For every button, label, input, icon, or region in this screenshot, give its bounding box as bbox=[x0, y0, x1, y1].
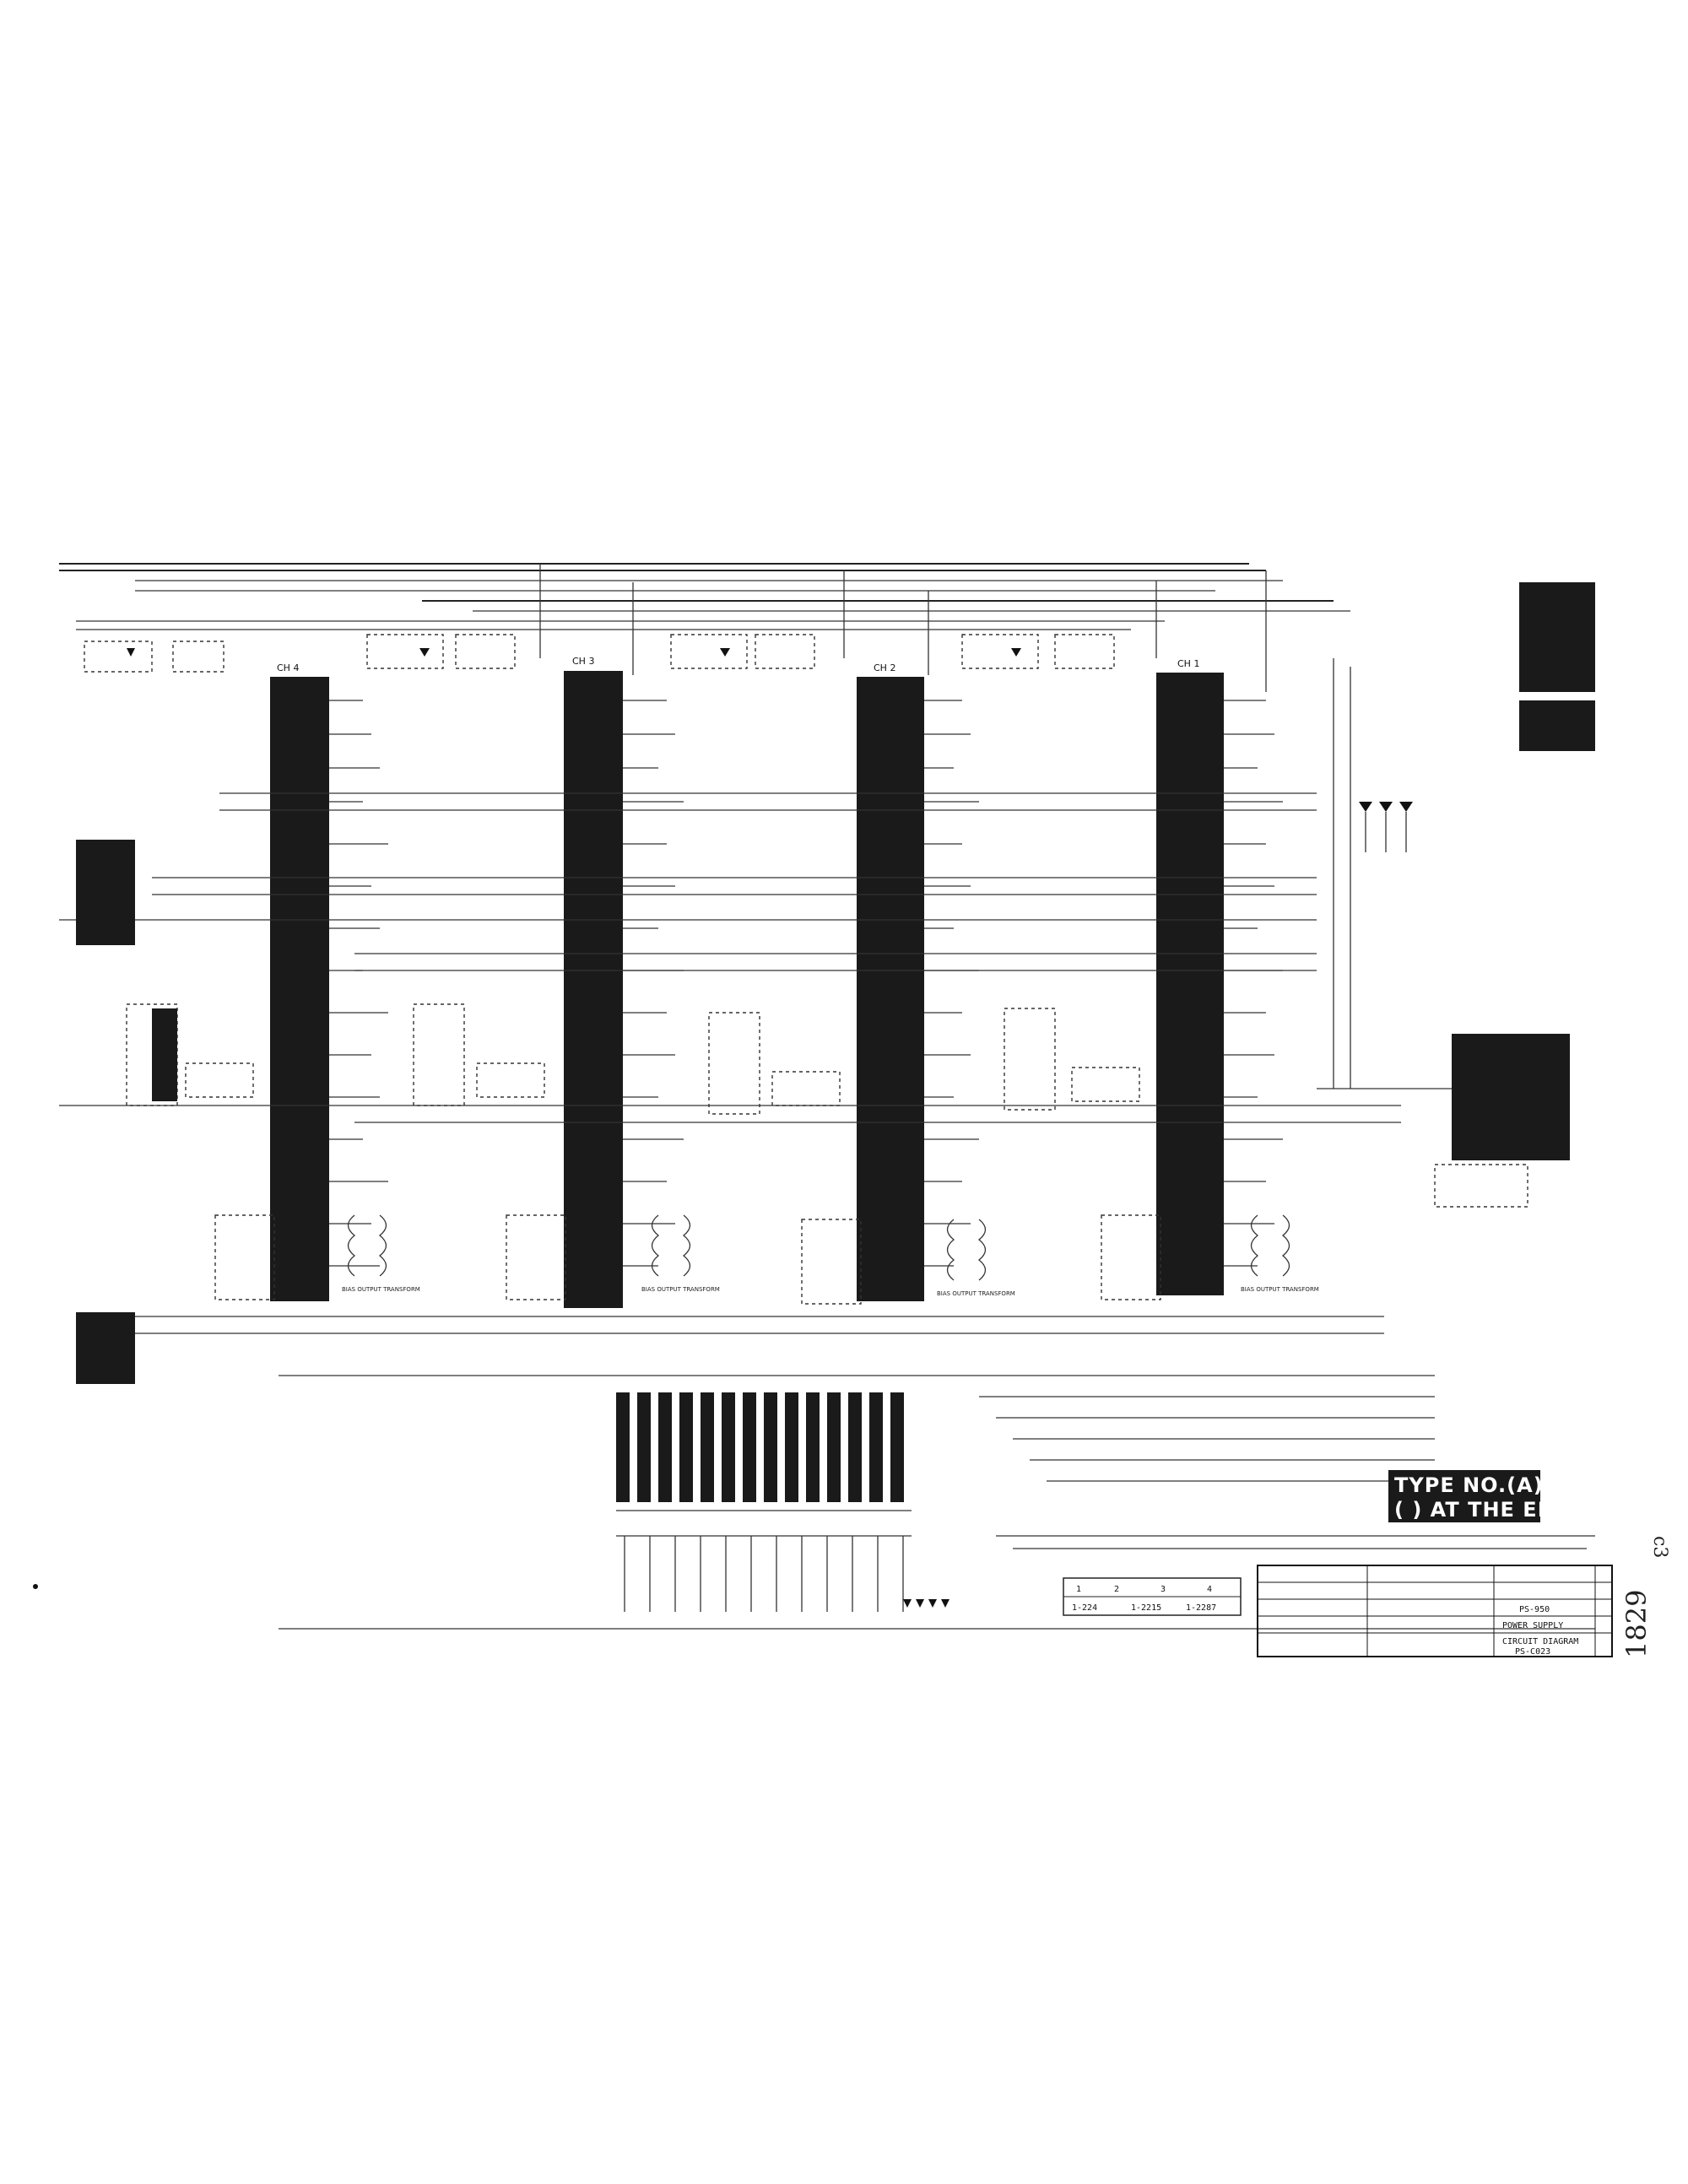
ch2-label: CH 2 bbox=[874, 662, 895, 673]
channel-ch1: CH 1 BIAS OUTPUT TRANSFORM bbox=[1101, 658, 1319, 1300]
rotated-code: 1829 bbox=[1620, 1590, 1653, 1658]
title-block-title: CIRCUIT DIAGRAM bbox=[1502, 1637, 1578, 1646]
stamp-line2: ( ) AT THE END bbox=[1394, 1498, 1573, 1522]
upper-subcircuits bbox=[84, 634, 1115, 673]
ch3-transformer-label: BIAS OUTPUT TRANSFORM bbox=[641, 1286, 720, 1293]
bottom-bus-lines bbox=[279, 1535, 1595, 1630]
part-bottom-2: 1-2215 bbox=[1131, 1603, 1161, 1613]
title-block-model: PS-950 bbox=[1519, 1605, 1550, 1614]
part-top-2: 2 bbox=[1114, 1585, 1119, 1594]
ch3-label: CH 3 bbox=[572, 656, 594, 667]
title-block: PS-950 POWER SUPPLY CIRCUIT DIAGRAM PS-C… bbox=[1257, 1565, 1613, 1657]
ch2-transformer-label: BIAS OUTPUT TRANSFORM bbox=[937, 1290, 1015, 1297]
stamp-line1: TYPE NO.(A) TO bbox=[1394, 1473, 1584, 1497]
part-number-strip: 1 2 3 4 1-224 1-2215 1-2287 bbox=[1063, 1577, 1242, 1616]
top-bus-lines bbox=[59, 563, 1350, 692]
left-connectors bbox=[76, 840, 177, 1384]
bottom-component-array bbox=[616, 1392, 950, 1612]
channel-ch2: CH 2 BIAS OUTPUT TRANSFORM bbox=[801, 662, 1015, 1305]
cross-channel-wiring bbox=[59, 792, 1435, 1482]
type-stamp: TYPE NO.(A) TO ( ) AT THE END bbox=[1388, 1470, 1584, 1522]
part-bottom-3: 1-2287 bbox=[1186, 1603, 1216, 1613]
ch4-label: CH 4 bbox=[277, 662, 299, 673]
right-connectors bbox=[1317, 582, 1595, 1208]
ch1-label: CH 1 bbox=[1177, 658, 1199, 669]
title-block-subtitle: POWER SUPPLY bbox=[1502, 1621, 1563, 1630]
ch4-transformer-label: BIAS OUTPUT TRANSFORM bbox=[342, 1286, 420, 1293]
mid-subcircuits bbox=[126, 1003, 1140, 1115]
channel-ch3: CH 3 BIAS OUTPUT TRANSFORM bbox=[506, 656, 720, 1308]
part-top-1: 1 bbox=[1076, 1585, 1081, 1594]
side-mark: c3 bbox=[1649, 1536, 1670, 1558]
part-top-4: 4 bbox=[1207, 1585, 1212, 1594]
part-top-3: 3 bbox=[1160, 1585, 1166, 1594]
part-bottom-1: 1-224 bbox=[1072, 1603, 1097, 1613]
channel-ch4: CH 4 BIAS OUTPUT TRANSFORM bbox=[214, 662, 420, 1301]
ch1-transformer-label: BIAS OUTPUT TRANSFORM bbox=[1241, 1286, 1319, 1293]
title-block-drawing-no: PS-C023 bbox=[1515, 1647, 1550, 1657]
margin-marks: 1829 c3 bbox=[33, 1536, 1670, 1658]
